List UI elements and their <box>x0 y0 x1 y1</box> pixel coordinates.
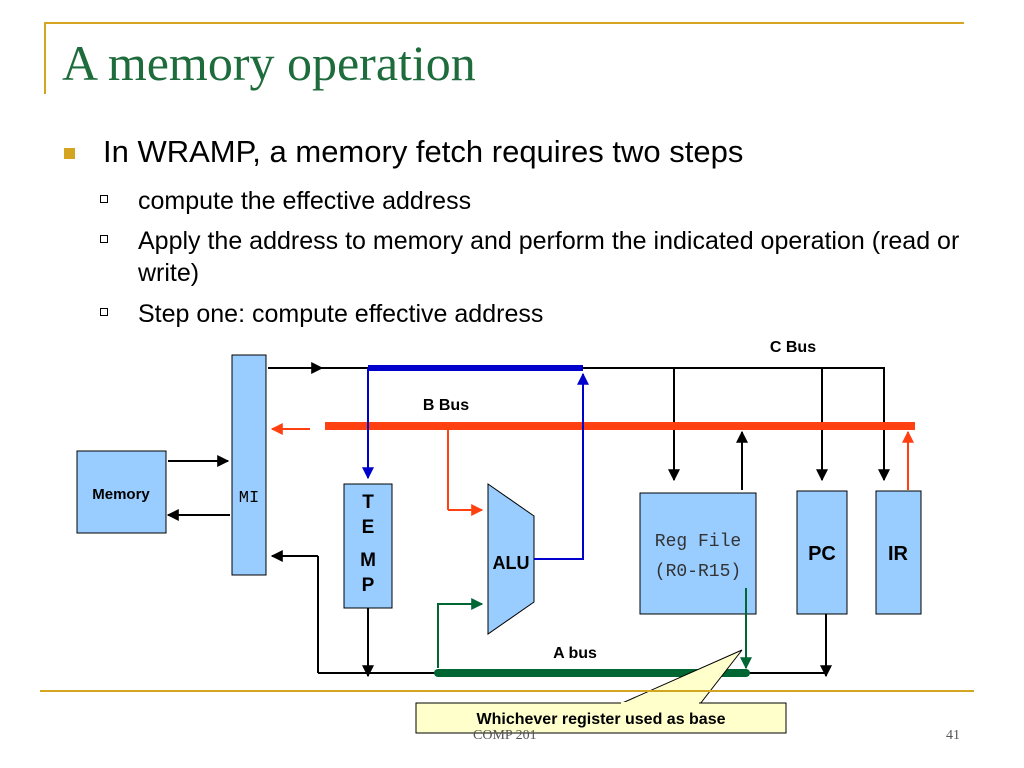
temp-letter: E <box>362 517 375 538</box>
frame-top-rule <box>44 22 964 24</box>
slide-title: A memory operation <box>62 35 476 91</box>
alu-block: ALU <box>487 483 535 635</box>
regfile-label-line1: Reg File <box>655 532 741 552</box>
footer-course: COMP 201 <box>473 728 537 743</box>
a-bus-label: A bus <box>553 645 597 662</box>
mi-label: MI <box>239 489 259 508</box>
b-bus <box>270 422 915 516</box>
c-bus-label: C Bus <box>770 339 816 356</box>
square-bullet-icon <box>62 140 82 160</box>
ir-register: IR <box>875 490 922 615</box>
memory-block: Memory <box>76 450 167 534</box>
subbullet-text: Step one: compute effective address <box>138 300 544 328</box>
subbullet-text: Apply the address to memory and perform … <box>138 227 960 287</box>
main-bullet-text: In WRAMP, a memory fetch requires two st… <box>103 134 744 169</box>
register-file: Reg File (R0-R15) <box>639 492 757 615</box>
footer-rule <box>40 690 974 692</box>
b-bus-label: B Bus <box>423 397 469 414</box>
frame-left-rule <box>44 22 46 94</box>
temp-letter: P <box>362 575 375 596</box>
pc-label: PC <box>808 543 836 565</box>
ir-label: IR <box>888 543 909 565</box>
hollow-square-bullet-icon <box>100 235 108 243</box>
temp-letter: M <box>360 550 376 571</box>
subbullet-text: compute the effective address <box>138 187 472 215</box>
hollow-square-bullet-icon <box>100 308 108 316</box>
regfile-label-line2: (R0-R15) <box>655 562 741 582</box>
alu-label: ALU <box>493 553 530 573</box>
hollow-square-bullet-icon <box>100 195 108 203</box>
temp-letter: T <box>362 492 374 513</box>
mi-block: MI <box>231 354 267 576</box>
alu-output-arrow <box>534 372 589 560</box>
a-bus-to-alu-arrow <box>437 598 484 668</box>
memory-label: Memory <box>92 486 150 503</box>
callout-text: Whichever register used as base <box>477 711 726 728</box>
temp-register: T E M P <box>343 483 393 609</box>
page-number: 41 <box>946 728 960 743</box>
pc-register: PC <box>796 490 848 615</box>
